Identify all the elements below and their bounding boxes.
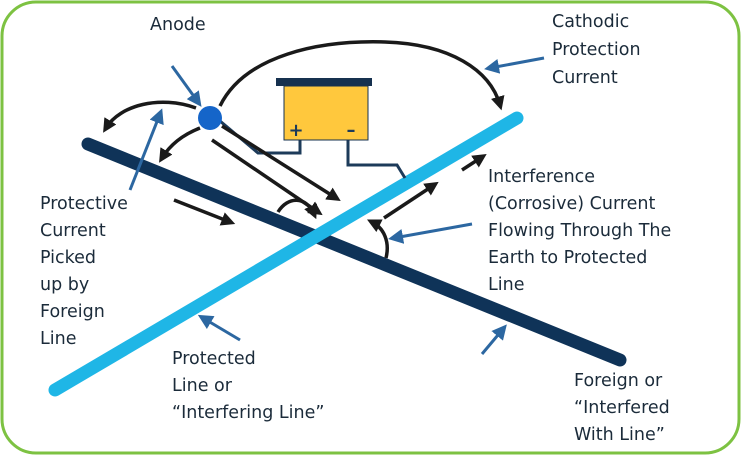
- rectifier-battery: + –: [276, 78, 372, 141]
- anode-current-arrow-left: [103, 100, 197, 133]
- anode: [198, 106, 222, 130]
- cathodic-protection-label: Cathodic Protection Current: [552, 12, 646, 88]
- cathodic-protection-current-arc: [218, 40, 505, 111]
- anode-current-arrow-down: [159, 126, 201, 163]
- foreign-line-pipe: [81, 137, 627, 367]
- protective-current-label: Protective Current Picked up by Foreign …: [40, 194, 133, 349]
- battery-cap: [276, 78, 372, 86]
- foreign-line-current-arrow: [173, 198, 236, 226]
- interference-current-arrow-2: [461, 153, 487, 172]
- pickup-current-curl-arrow: [276, 198, 317, 220]
- battery-negative-sign: –: [347, 120, 356, 141]
- negative-wire: [346, 140, 407, 179]
- protected-line-pointer-arrow: [197, 314, 241, 342]
- foreign-line-label: Foreign or “Interfered With Line”: [574, 371, 675, 445]
- anode-label: Anode: [150, 15, 206, 35]
- protected-line-label: Protected Line or “Interfering Line”: [172, 349, 324, 423]
- interference-current-curl-arrow: [366, 219, 389, 259]
- battery-positive-sign: +: [288, 120, 303, 141]
- protected-line-pipe: [48, 111, 524, 397]
- protective-pointer-arrow: [128, 108, 164, 191]
- interference-pointer-arrow: [388, 222, 473, 244]
- cathodic-pointer-arrow: [484, 56, 545, 74]
- interference-current-label: Interference (Corrosive) Current Flowing…: [488, 167, 677, 295]
- anode-current-arrow-diagonal-1: [221, 124, 341, 201]
- battery-body: [283, 85, 369, 141]
- foreign-line-pointer-arrow: [480, 324, 507, 355]
- anode-pointer-arrow: [170, 65, 202, 107]
- interference-current-arrow-1: [383, 181, 439, 220]
